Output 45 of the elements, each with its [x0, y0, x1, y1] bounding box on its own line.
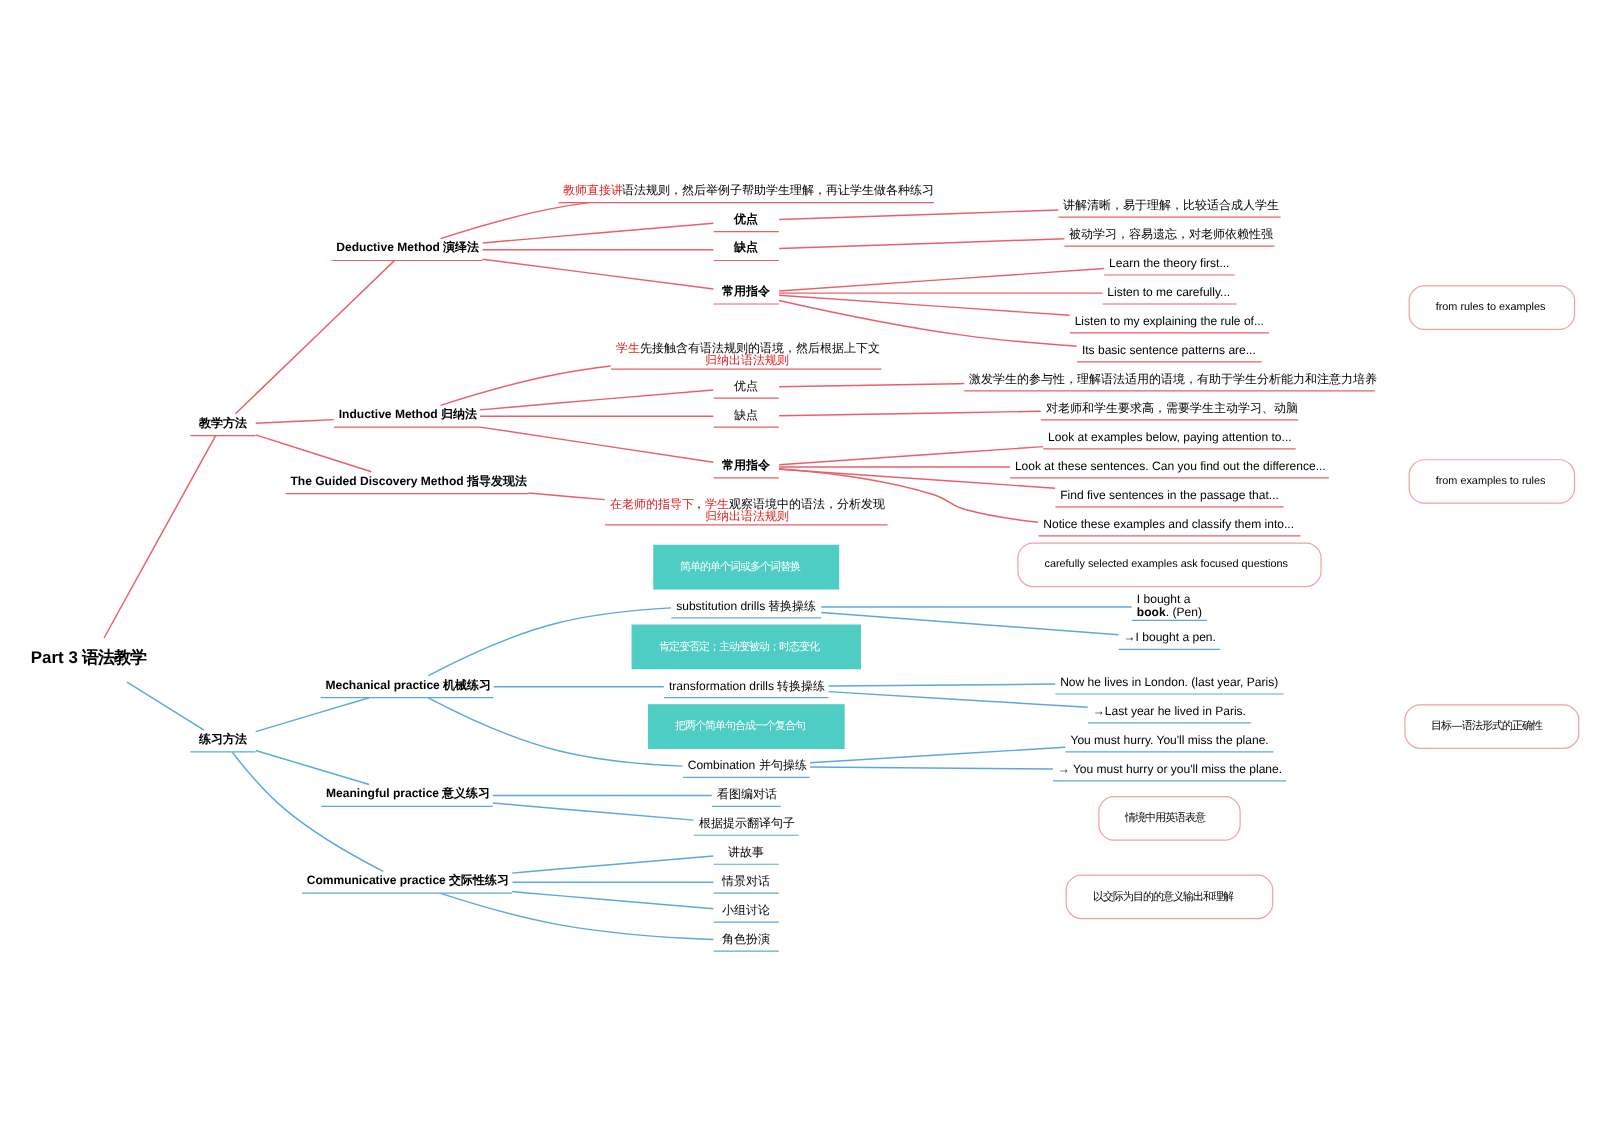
- connector: [778, 294, 1071, 317]
- connector: [820, 606, 1133, 608]
- connector: [511, 881, 715, 884]
- connector: [778, 267, 1105, 292]
- connector: [482, 222, 715, 244]
- connector: [778, 292, 1104, 294]
- connector: [492, 686, 665, 688]
- connector: [778, 238, 1065, 250]
- connector: [481, 258, 715, 290]
- connector: [778, 299, 1078, 348]
- connector: [427, 607, 672, 677]
- connector: [427, 697, 684, 767]
- connector: [827, 690, 1089, 708]
- connector: [511, 855, 715, 874]
- connector: [820, 611, 1120, 636]
- connector: [778, 468, 1056, 489]
- connector: [479, 415, 715, 417]
- connector: [481, 248, 715, 251]
- connector: [492, 802, 695, 821]
- connector: [492, 794, 713, 797]
- connector: [439, 892, 715, 941]
- connector: [778, 209, 1060, 221]
- connector: [778, 445, 1044, 466]
- connector: [255, 418, 335, 424]
- connector: [511, 890, 715, 910]
- connector: [809, 746, 1067, 764]
- connector: [234, 259, 396, 415]
- connector: [103, 434, 217, 639]
- connector: [778, 466, 1011, 468]
- connector: [231, 751, 384, 873]
- connector: [439, 201, 590, 240]
- connector: [255, 696, 370, 733]
- connector: [527, 492, 606, 501]
- connector: [778, 410, 1042, 417]
- connector: [479, 426, 715, 463]
- node-text: Part 3 语法教学: [30, 647, 147, 668]
- connector: [809, 766, 1054, 770]
- connector: [255, 749, 370, 786]
- connector: [439, 365, 612, 407]
- connector: [827, 683, 1056, 687]
- connector: [778, 468, 1039, 523]
- connector: [778, 382, 965, 388]
- connector: [126, 681, 205, 731]
- connector: [255, 434, 373, 473]
- connector: [479, 389, 715, 411]
